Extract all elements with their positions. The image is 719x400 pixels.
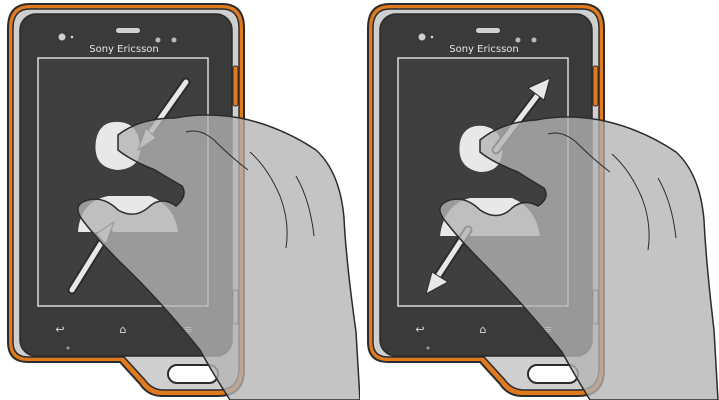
phone-drawing: Sony Ericsson ↩ ⌂ ≡ bbox=[0, 0, 360, 400]
indicator-dot bbox=[172, 38, 177, 43]
phone-illustration-pinch-in: Sony Ericsson ↩ ⌂ ≡ bbox=[0, 0, 360, 400]
earpiece bbox=[476, 28, 500, 33]
indicator-dot bbox=[532, 38, 537, 43]
mic-hole bbox=[67, 347, 70, 350]
phone-illustration-spread: Sony Ericsson ↩ ⌂ ≡ bbox=[360, 0, 719, 400]
front-camera bbox=[419, 34, 426, 41]
indicator-dot bbox=[516, 38, 521, 43]
sensor-dot bbox=[431, 36, 434, 39]
home-icon: ⌂ bbox=[480, 323, 487, 336]
brand-label: Sony Ericsson bbox=[449, 44, 518, 55]
home-icon: ⌂ bbox=[120, 323, 127, 336]
side-button bbox=[233, 66, 238, 106]
back-icon: ↩ bbox=[55, 323, 64, 336]
indicator-dot bbox=[156, 38, 161, 43]
earpiece bbox=[116, 28, 140, 33]
front-camera bbox=[59, 34, 66, 41]
brand-label: Sony Ericsson bbox=[89, 44, 158, 55]
back-icon: ↩ bbox=[415, 323, 424, 336]
sensor-dot bbox=[71, 36, 74, 39]
phone-drawing: Sony Ericsson ↩ ⌂ ≡ bbox=[360, 0, 719, 400]
mic-hole bbox=[427, 347, 430, 350]
side-button bbox=[593, 66, 598, 106]
